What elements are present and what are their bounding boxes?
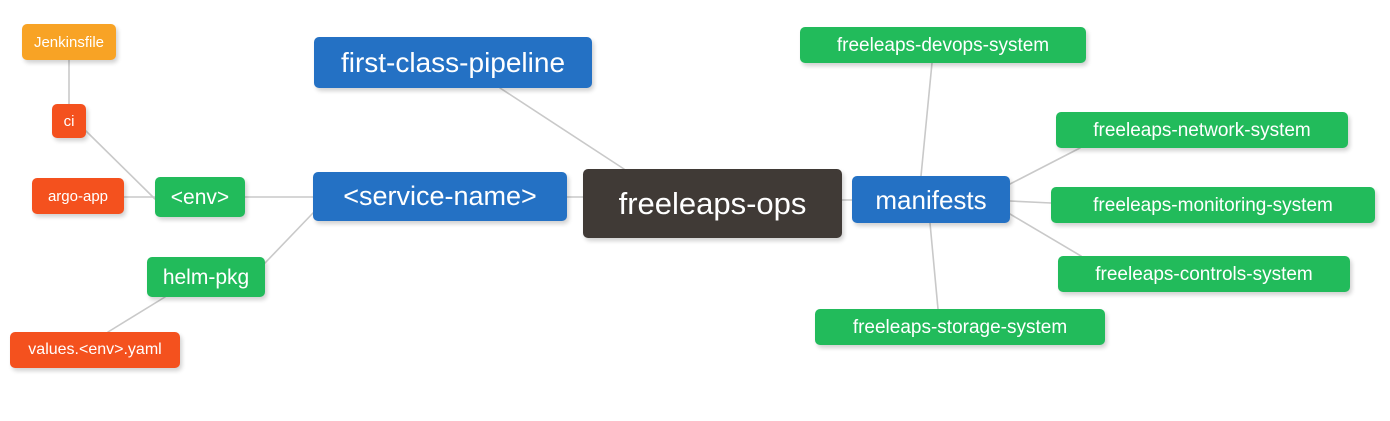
node-service-name[interactable]: <service-name> [313,172,567,221]
node-helm-pkg[interactable]: helm-pkg [147,257,265,297]
node-label-freeleaps-storage-system: freeleaps-storage-system [852,316,1068,338]
edge-freeleaps-devops-system-to-manifests [920,62,933,177]
node-label-manifests: manifests [875,184,987,215]
node-label-values-yaml: values.<env>.yaml [28,341,162,358]
node-freeleaps-monitoring-system[interactable]: freeleaps-monitoring-system [1051,187,1375,223]
node-label-freeleaps-controls-system: freeleaps-controls-system [1095,263,1313,285]
node-freeleaps-devops-system[interactable]: freeleaps-devops-system [800,27,1086,63]
edge-freeleaps-monitoring-system-to-manifests [1009,200,1052,204]
node-freeleaps-network-system[interactable]: freeleaps-network-system [1056,112,1348,148]
node-values-yaml[interactable]: values.<env>.yaml [10,332,180,368]
node-label-helm-pkg: helm-pkg [162,265,250,289]
node-label-freeleaps-devops-system: freeleaps-devops-system [836,34,1050,56]
node-freeleaps-storage-system[interactable]: freeleaps-storage-system [815,309,1105,345]
node-manifests[interactable]: manifests [852,176,1010,223]
node-label-first-class-pipeline: first-class-pipeline [340,46,566,78]
node-label-argo-app: argo-app [47,187,109,205]
edge-service-name-to-helm-pkg [264,212,314,264]
node-argo-app[interactable]: argo-app [32,178,124,214]
node-freeleaps-ops[interactable]: freeleaps-ops [583,169,842,238]
node-ci[interactable]: ci [52,104,86,138]
node-freeleaps-controls-system[interactable]: freeleaps-controls-system [1058,256,1350,292]
edge-freeleaps-network-system-to-manifests [1009,147,1081,185]
node-label-env: <env> [170,185,230,209]
node-jenkinsfile[interactable]: Jenkinsfile [22,24,116,60]
node-label-jenkinsfile: Jenkinsfile [33,33,105,51]
node-env[interactable]: <env> [155,177,245,217]
node-label-freeleaps-ops: freeleaps-ops [618,186,807,221]
node-label-ci: ci [63,112,75,130]
edge-helm-pkg-to-values-yaml [107,296,166,333]
edge-freeleaps-storage-system-to-manifests [929,222,939,310]
edge-first-class-pipeline-to-freeleaps-ops [499,87,625,170]
node-label-freeleaps-monitoring-system: freeleaps-monitoring-system [1093,194,1333,216]
node-label-service-name: <service-name> [343,181,537,211]
node-label-freeleaps-network-system: freeleaps-network-system [1093,119,1311,141]
node-first-class-pipeline[interactable]: first-class-pipeline [314,37,592,88]
